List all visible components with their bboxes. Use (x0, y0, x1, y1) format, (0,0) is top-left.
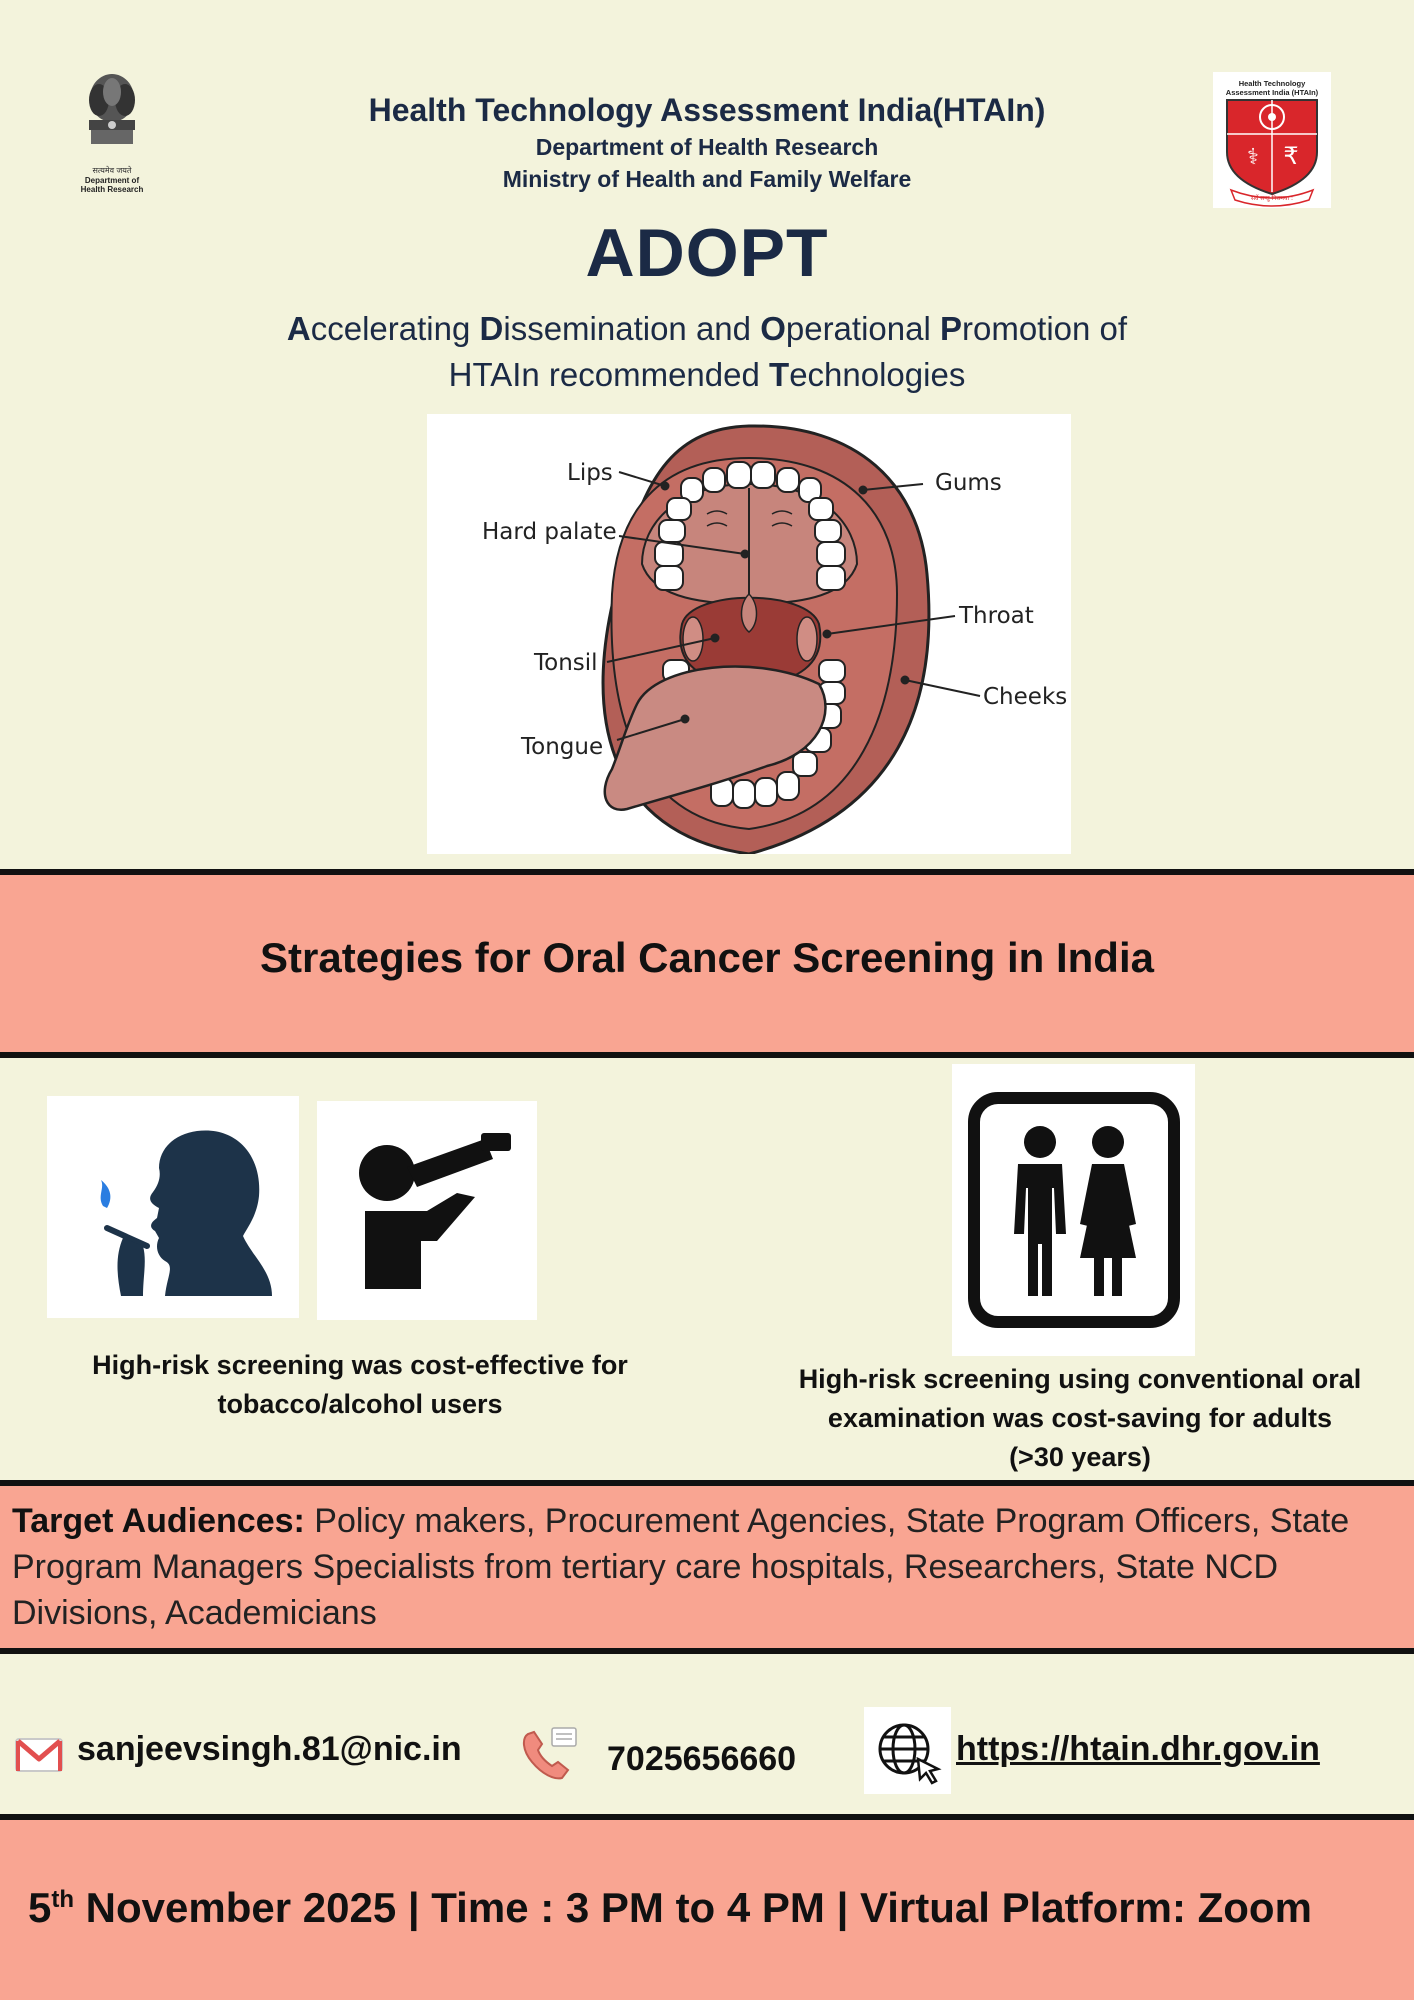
word-htain: HTAIn recommended (448, 356, 770, 393)
label-cheeks: Cheeks (983, 684, 1067, 710)
target-audiences: Target Audiences: Policy makers, Procure… (12, 1498, 1407, 1636)
drinker-image (317, 1101, 537, 1320)
label-tonsil: Tonsil (533, 650, 598, 676)
strategy-band (0, 875, 1414, 1052)
label-throat: Throat (958, 603, 1034, 629)
word-o: perational (785, 310, 940, 347)
acronym-t: T (769, 356, 790, 393)
label-lips: Lips (567, 460, 613, 486)
divider (0, 1814, 1414, 1820)
logo-ribbon: सर्वे सन्तु निरामया : (1251, 194, 1293, 202)
emblem-motto: सत्यमेव जयते (92, 166, 132, 175)
acronym-a: A (286, 310, 311, 347)
label-tongue: Tongue (520, 734, 603, 760)
acronym-o: O (760, 310, 786, 347)
acronym-p: P (939, 310, 962, 347)
logo-text-1: Health Technology (1239, 79, 1306, 88)
htain-logo: Health Technology Assessment India (HTAI… (1213, 72, 1331, 208)
smoker-image (47, 1096, 299, 1318)
org-title: Health Technology Assessment India(HTAIn… (368, 92, 1046, 128)
emblem-caption-2: Health Research (80, 185, 144, 194)
strategy-title: Strategies for Oral Cancer Screening in … (260, 934, 1154, 981)
mail-icon (15, 1738, 63, 1772)
label-gums: Gums (935, 470, 1002, 496)
drinker-icon (359, 1133, 511, 1289)
acronym-d: D (479, 310, 504, 347)
emblem-caption-1: Department of (84, 176, 140, 185)
mouth-diagram-svg: Lips Gums Hard palate Throat Tonsil Chee… (482, 424, 1067, 856)
event-info: November 2025 | Time : 3 PM to 4 PM | Vi… (74, 1884, 1312, 1931)
audience-band (0, 1486, 1414, 1648)
event-day: 5 (28, 1884, 52, 1931)
finding-tobacco-alcohol: High-risk screening was cost-effective f… (92, 1350, 628, 1419)
svg-text:₹: ₹ (1283, 142, 1298, 170)
adopt-subtitle: Accelerating Dissemination and Operation… (200, 306, 1214, 398)
divider (0, 1648, 1414, 1654)
national-emblem: सत्यमेव जयते Department of Health Resear… (62, 70, 162, 200)
htain-shield-icon: Health Technology Assessment India (HTAI… (1226, 79, 1319, 207)
smoker-icon (100, 1130, 272, 1296)
word-t: echnologies (789, 356, 966, 393)
finding-adults-text: High-risk screening using conventional o… (798, 1364, 1362, 1433)
contact-email[interactable]: sanjeevsingh.81@nic.in (77, 1730, 462, 1768)
word-p: romotion of (961, 310, 1128, 347)
phone-icon (522, 1727, 577, 1780)
event-band (0, 1820, 1414, 2000)
finding-adults-age: (>30 years) (1009, 1442, 1151, 1472)
contact-phone[interactable]: 7025656660 (607, 1740, 797, 1778)
divider (0, 869, 1414, 875)
logo-text-2: Assessment India (HTAIn) (1226, 88, 1319, 97)
word-a: ccelerating (310, 310, 480, 347)
audience-list: Policy makers, Procurement Agencies, Sta… (12, 1502, 1350, 1632)
ministry-title: Ministry of Health and Family Welfare (502, 166, 912, 192)
event-details: 5th November 2025 | Time : 3 PM to 4 PM … (28, 1884, 1414, 1932)
dept-title: Department of Health Research (535, 134, 879, 160)
divider (0, 1052, 1414, 1058)
mouth-diagram: Lips Gums Hard palate Throat Tonsil Chee… (427, 414, 1071, 856)
globe-icon (878, 1723, 942, 1785)
event-day-suffix: th (51, 1886, 75, 1913)
adults-icon (968, 1092, 1180, 1328)
finding-adults: High-risk screening using conventional o… (740, 1360, 1414, 1477)
divider (0, 1480, 1414, 1486)
svg-text:⚕: ⚕ (1247, 145, 1259, 170)
word-d: issemination and (503, 310, 761, 347)
label-hard-palate: Hard palate (482, 519, 617, 545)
globe-image (864, 1707, 951, 1794)
national-emblem-icon (89, 74, 135, 144)
adults-image (952, 1064, 1195, 1356)
audience-label: Target Audiences: (12, 1502, 305, 1540)
contact-website-link[interactable]: https://htain.dhr.gov.in (956, 1730, 1320, 1768)
adopt-title: ADOPT (585, 215, 829, 291)
